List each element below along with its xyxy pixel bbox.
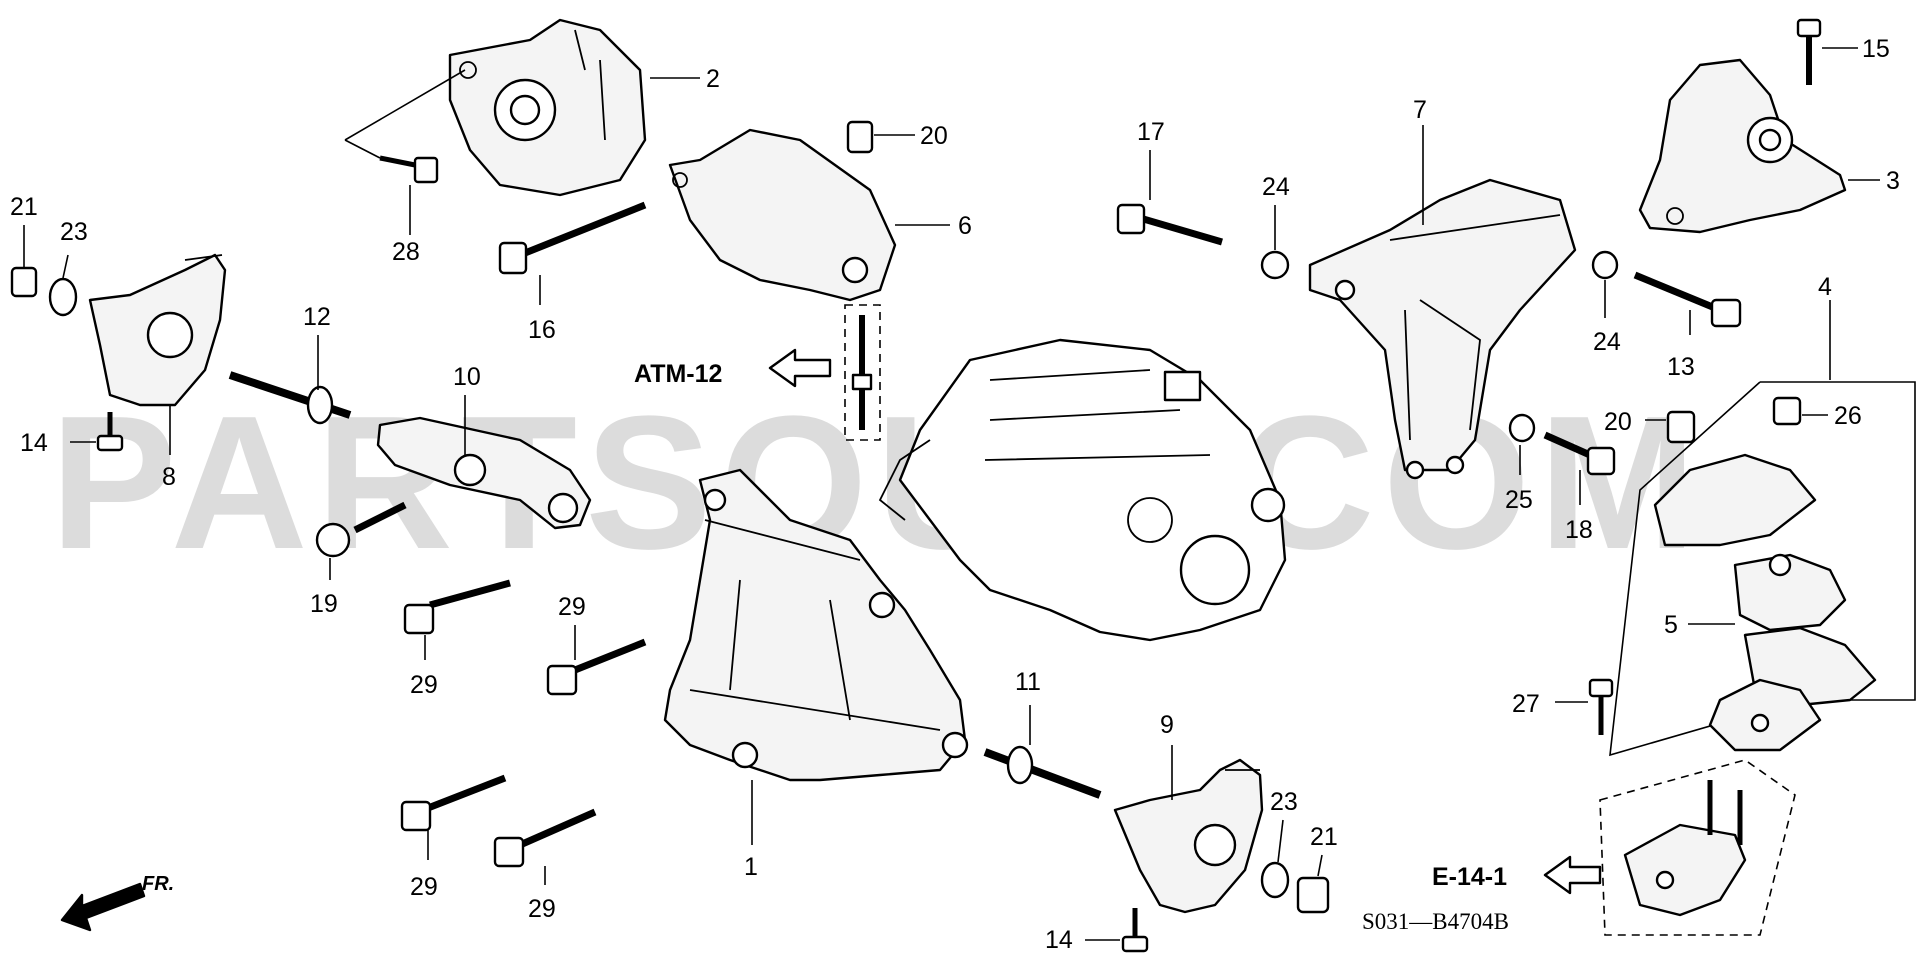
callout-10: 10 [453, 363, 481, 391]
callout-14-left: 14 [20, 429, 48, 457]
callout-12: 12 [303, 303, 331, 331]
callout-18: 18 [1565, 516, 1593, 544]
front-direction-indicator: FR. [60, 873, 174, 932]
callout-16: 16 [528, 316, 556, 344]
bolt-15 [1796, 18, 1822, 85]
callout-29-a: 29 [410, 671, 438, 699]
engine-block [878, 338, 1287, 642]
bolt-17 [1116, 203, 1223, 246]
bolt-27 [1588, 678, 1614, 735]
callout-13: 13 [1667, 353, 1695, 381]
bolt-14-bottom [1121, 908, 1149, 953]
bolt-18 [1543, 431, 1616, 476]
washer-24-right [1591, 250, 1619, 280]
callout-29-c: 29 [410, 873, 438, 901]
callout-24-right: 24 [1593, 328, 1621, 356]
callout-19: 19 [310, 590, 338, 618]
callout-5: 5 [1664, 611, 1678, 639]
part-9-mount [1113, 758, 1264, 914]
bolt-29-c [400, 774, 507, 832]
bolt-29-b [546, 638, 647, 696]
callout-25: 25 [1505, 486, 1533, 514]
callout-24-left: 24 [1262, 173, 1290, 201]
nut-20-top [846, 120, 874, 154]
washer-25 [1508, 413, 1536, 443]
callout-23-left: 23 [60, 218, 88, 246]
bolt-13 [1633, 271, 1742, 328]
callout-21-right: 21 [1310, 823, 1338, 851]
callout-9: 9 [1160, 711, 1174, 739]
diagram-code: S031—B4704B [1362, 909, 1509, 934]
e-14-1-arrow-icon [1543, 855, 1602, 895]
callout-11: 11 [1015, 668, 1041, 696]
e-14-1-box [1599, 759, 1796, 936]
callout-23-right: 23 [1270, 788, 1298, 816]
washer-23-left [48, 277, 78, 317]
callout-7: 7 [1413, 96, 1427, 124]
callout-20-right: 20 [1604, 408, 1632, 436]
part-10-torque-rod [376, 416, 592, 530]
part-2-mount [448, 18, 647, 197]
bolt-12 [228, 371, 352, 425]
callout-8: 8 [162, 463, 176, 491]
nut-20-right [1666, 410, 1696, 444]
callout-15: 15 [1862, 35, 1890, 63]
part-6-bracket [668, 128, 897, 302]
bolt-11 [983, 745, 1102, 799]
callout-1: 1 [744, 853, 758, 881]
callout-2: 2 [706, 65, 720, 93]
callout-29-d: 29 [528, 895, 556, 923]
washer-24-left [1260, 250, 1290, 280]
e-14-1-bracket [1623, 780, 1747, 917]
stud-box [844, 304, 881, 441]
callout-17: 17 [1137, 118, 1165, 146]
nut-21-right [1296, 876, 1330, 914]
callout-20-top: 20 [920, 122, 948, 150]
fr-arrow-icon [60, 882, 146, 932]
atm-arrow-icon [768, 348, 832, 388]
nut-21-left [10, 266, 38, 298]
callout-4: 4 [1818, 273, 1832, 301]
callout-6: 6 [958, 212, 972, 240]
bolt-14-left [96, 412, 124, 452]
bolt-16 [498, 201, 647, 275]
part-3-mount [1638, 58, 1847, 234]
callout-28: 28 [392, 238, 420, 266]
callout-3: 3 [1886, 167, 1900, 195]
bolt-28 [379, 155, 439, 184]
fr-label: FR. [142, 873, 174, 895]
callout-14-bottom: 14 [1045, 926, 1073, 954]
bolt-29-a [403, 579, 511, 635]
bolt-19 [315, 501, 407, 558]
nut-26 [1772, 396, 1802, 426]
part-8-mount [88, 253, 227, 407]
part-1-bracket [663, 468, 969, 782]
bolt-29-d [493, 808, 597, 868]
callout-26: 26 [1834, 402, 1862, 430]
part-7-bracket [1308, 178, 1577, 480]
part-5-mount [1653, 453, 1877, 752]
callout-29-b: 29 [558, 593, 586, 621]
callout-27: 27 [1512, 690, 1540, 718]
ref-atm-12[interactable]: ATM-12 [634, 360, 722, 388]
ref-e-14-1[interactable]: E-14-1 [1432, 863, 1507, 891]
callout-21-left: 21 [10, 193, 38, 221]
washer-23-right [1260, 861, 1290, 899]
